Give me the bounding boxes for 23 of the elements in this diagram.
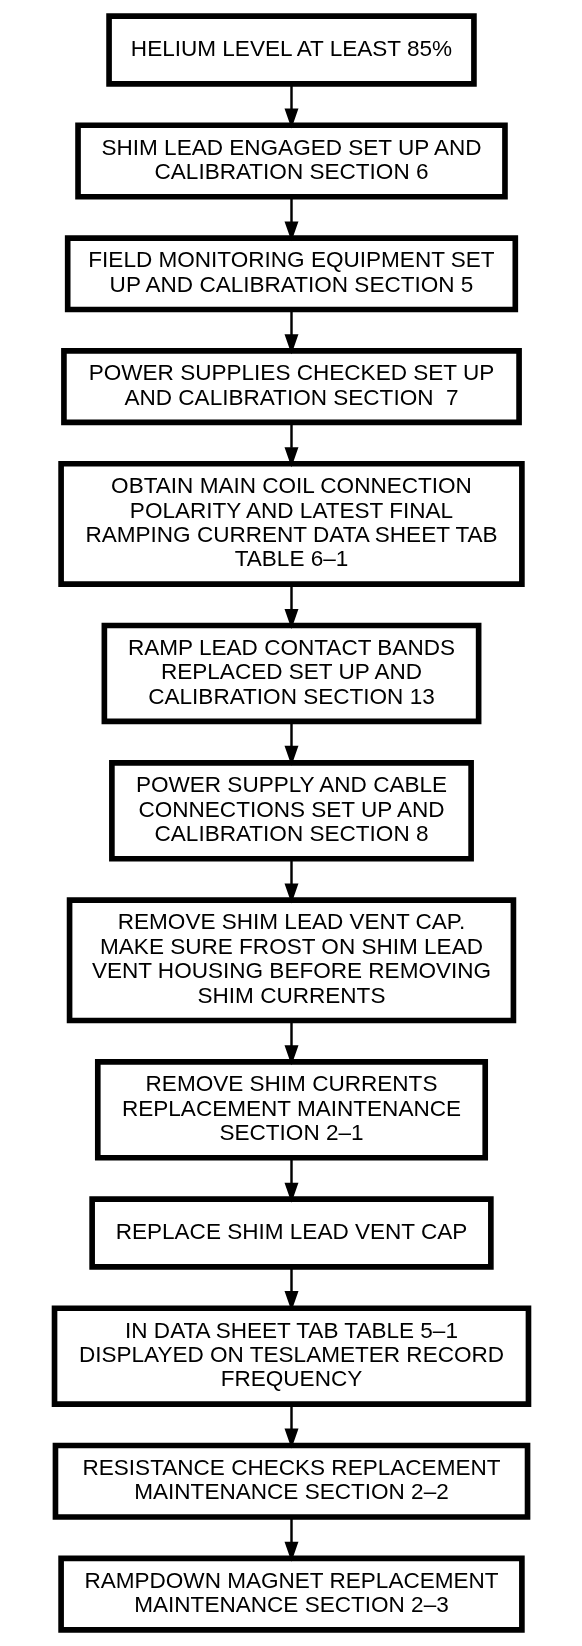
node-box: REMOVE SHIM CURRENTS REPLACEMENT MAINTENANCE SECTION 2–1 <box>94 1059 488 1161</box>
node-box: OBTAIN MAIN COIL CONNECTION POLARITY AND LATEST FINAL RAMPING CURRENT DATA SHEET TAB TABLE 6–1 <box>57 460 525 587</box>
arrow <box>284 858 298 904</box>
arrow <box>284 1158 298 1203</box>
arrow <box>284 1020 298 1066</box>
arrow <box>284 422 298 468</box>
arrow <box>284 84 298 129</box>
arrow <box>284 309 298 355</box>
node-box: REMOVE SHIM LEAD VENT CAP. MAKE SURE FROST ON SHIM LEAD VENT HOUSING BEFORE REMOVING SHIM CURRENTS <box>66 897 516 1024</box>
node-box: POWER SUPPLY AND CABLE CONNECTIONS SET UP AND CALIBRATION SECTION 8 <box>108 760 474 862</box>
node-box: IN DATA SHEET TAB TABLE 5–1 DISPLAYED ON TESLAMETER RECORD FREQUENCY <box>51 1305 531 1407</box>
arrow <box>284 1517 298 1562</box>
node-box: RAMP LEAD CONTACT BANDS REPLACED SET UP AND CALIBRATION SECTION 13 <box>101 622 481 725</box>
arrow <box>284 722 298 766</box>
node-box: HELIUM LEVEL AT LEAST 85% <box>105 13 477 87</box>
node-box: REPLACE SHIM LEAD VENT CAP <box>88 1196 494 1270</box>
arrow <box>284 584 298 629</box>
node-box: FIELD MONITORING EQUIPMENT SET UP AND CALIBRATION SECTION 5 <box>64 235 518 313</box>
node-box: RESISTANCE CHECKS REPLACEMENT MAINTENANCE SECTION 2–2 <box>52 1442 530 1520</box>
node-box: POWER SUPPLIES CHECKED SET UP AND CALIBRATION SECTION 7 <box>60 348 522 426</box>
arrow <box>284 1404 298 1449</box>
node-box: SHIM LEAD ENGAGED SET UP AND CALIBRATION SECTION 6 <box>74 122 508 200</box>
node-box: RAMPDOWN MAGNET REPLACEMENT MAINTENANCE SECTION 2–3 <box>57 1555 525 1633</box>
